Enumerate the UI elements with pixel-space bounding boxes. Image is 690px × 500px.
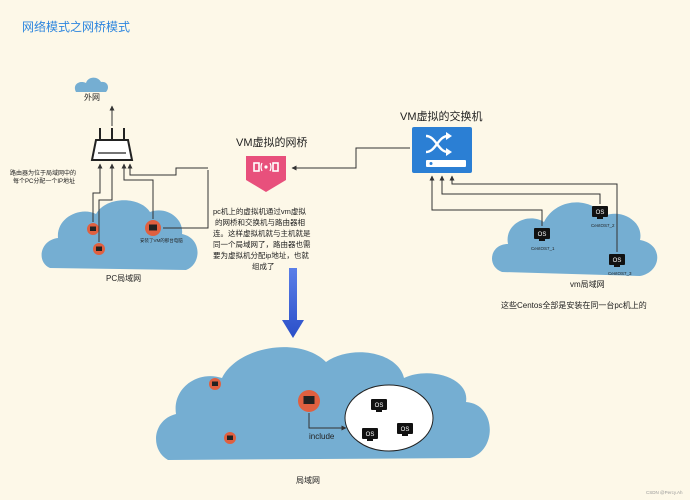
host-to-router-line <box>121 163 154 219</box>
host-to-bridge-line <box>163 170 209 229</box>
router-icon <box>90 128 134 161</box>
switch-to-bridge-line <box>291 147 410 171</box>
bottom-vm-node-3: OS <box>362 428 378 441</box>
vm1-to-switch-line <box>429 175 543 226</box>
svg-text:同一个局域网了，路由器也需: 同一个局域网了，路由器也需 <box>213 239 311 249</box>
internet-label: 外网 <box>84 92 100 102</box>
vm-node-1-name: CentOS7_1 <box>531 246 555 251</box>
include-label: include <box>309 432 335 441</box>
diagram-title: 网络模式之网桥模式 <box>22 19 130 34</box>
bottom-vm-node-2: OS <box>397 423 413 436</box>
pc-node-1 <box>87 223 99 235</box>
bottom-lan-cloud <box>156 347 490 460</box>
vm-node-3-name: CentOS7_3 <box>608 271 632 276</box>
vm-group-circle: OS OS OS <box>344 384 434 452</box>
bottom-pc-node-1 <box>209 378 221 390</box>
svg-text:OS: OS <box>596 210 605 216</box>
vm-lan-label: vm局域网 <box>570 279 605 289</box>
svg-text:OS: OS <box>401 427 410 433</box>
vm2-to-switch-line <box>439 175 601 204</box>
explanation-text: pc机上的虚拟机通过vm虚拟 的网桥和交换机与路由器相 连。这样虚拟机就与主机就… <box>213 206 311 271</box>
bottom-pc-node-2 <box>224 432 236 444</box>
vm-bridge-label: VM虚拟的网桥 <box>236 135 308 149</box>
pc-node-2 <box>93 243 105 255</box>
switch-icon <box>412 127 472 173</box>
pc1-to-router-line <box>92 163 103 222</box>
vm-lan-cloud <box>491 202 658 276</box>
svg-text:OS: OS <box>613 258 622 264</box>
router-note-line-2: 每个PC分配一个IP地址 <box>13 177 75 185</box>
vmware-host-pc <box>145 220 161 236</box>
vm-switch-label: VM虚拟的交换机 <box>400 109 483 123</box>
router-note-line-1: 路由器为位于局域网中的 <box>10 169 76 177</box>
vm-node-3: OS <box>609 254 625 267</box>
svg-text:OS: OS <box>366 432 375 438</box>
bottom-vm-node-1: OS <box>371 399 387 412</box>
vm-node-2-name: CentOS7_2 <box>591 223 615 228</box>
bottom-host-pc <box>298 390 320 412</box>
pc-lan-label: PC局域网 <box>106 273 141 283</box>
bridge-to-router-line <box>127 163 208 176</box>
bottom-lan-label: 局域网 <box>296 475 320 485</box>
vm-node-2: OS <box>592 206 608 219</box>
svg-text:的网桥和交换机与路由器相: 的网桥和交换机与路由器相 <box>215 217 305 227</box>
vm3-to-switch-line <box>449 175 618 252</box>
internet-cloud <box>74 77 109 92</box>
svg-text:连。这样虚拟机就与主机就是: 连。这样虚拟机就与主机就是 <box>213 228 311 238</box>
pc2-to-router-line <box>98 163 115 242</box>
svg-text:组成了: 组成了 <box>252 261 275 271</box>
include-arrow <box>308 413 347 431</box>
vmware-host-label: 安装了VM的那台电脑 <box>140 237 183 244</box>
result-arrow <box>282 268 304 338</box>
centos-note: 这些Centos全部是安装在同一台pc机上的 <box>501 300 647 310</box>
svg-text:OS: OS <box>538 232 547 238</box>
vm-node-1: OS <box>534 228 550 241</box>
pc-lan-cloud <box>41 200 198 270</box>
watermark: CSDN @Percy.Ah <box>646 490 683 495</box>
svg-text:要为虚拟机分配ip地址，也就: 要为虚拟机分配ip地址，也就 <box>213 250 309 260</box>
svg-text:pc机上的虚拟机通过vm虚拟: pc机上的虚拟机通过vm虚拟 <box>213 206 306 216</box>
bridge-icon <box>246 156 286 192</box>
svg-text:OS: OS <box>375 403 384 409</box>
